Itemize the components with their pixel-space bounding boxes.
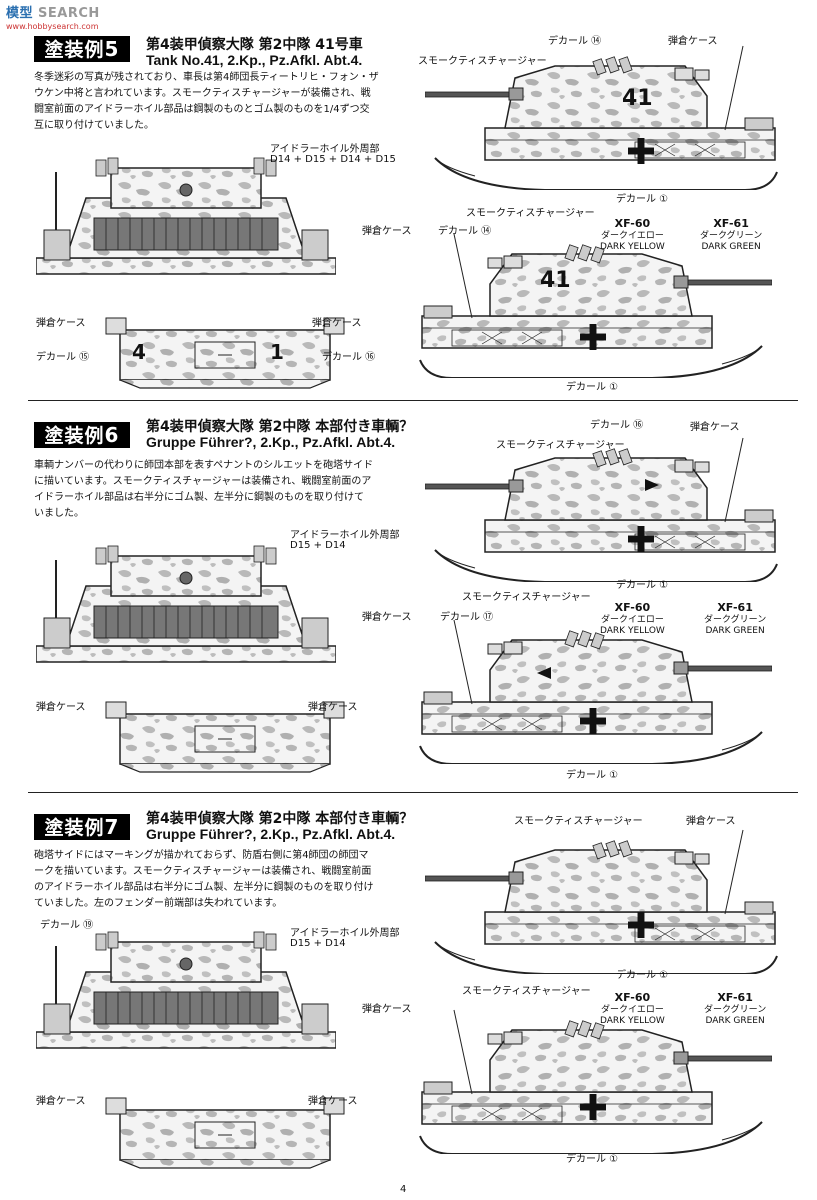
front-view-drawing [36,150,336,290]
scheme-description: 車輌ナンバーの代わりに師団本部を表すペナントのシルエットを砲塔サイド に描いてい… [34,460,374,519]
decal-14-top-label: デカール ⑭ [548,36,602,47]
scheme-description: 砲塔サイドにはマーキングが描かれておらず、防盾右側に第4師団の師団マ ークを描い… [34,850,374,909]
rear-number-right: 1 [270,340,284,364]
paint-scheme-6: 塗装例6 第4装甲偵察大隊 第2中隊 本部付き車輌？ Gruppe Führer… [0,402,817,792]
smoke-discharger-bottom-label: スモークティスチャージャー [462,986,591,997]
ammo-case-right-label: 弾倉ケース [308,702,358,713]
side-view-right-drawing [425,432,785,582]
balkenkreuz-top [628,912,654,938]
ammo-case-right-label: 弾倉ケース [312,318,362,329]
balkenkreuz-bottom [580,1094,606,1120]
decal-1-top-label: デカール ① [616,194,669,205]
balkenkreuz-top [628,138,654,164]
decal-14-bottom-label: デカール ⑭ [438,226,492,237]
tank-number-top: 41 [622,86,653,111]
tank-number-bottom: 41 [540,268,571,293]
smoke-discharger-top-label: スモークティスチャージャー [514,816,643,827]
smoke-discharger-top-label: スモークティスチャージャー [418,56,547,67]
ammo-case-right-label: 弾倉ケース [308,1096,358,1107]
smoke-discharger-bottom-label: スモークティスチャージャー [462,592,591,603]
idler-parts-label: D15 + D14 [290,938,346,949]
scheme-title-en: Gruppe Führer?, 2.Kp., Pz.Afkl. Abt.4. [146,434,396,450]
scheme-title-ja: 第4装甲偵察大隊 第2中隊 本部付き車輌？ [146,419,414,435]
smoke-discharger-bottom-label: スモークティスチャージャー [466,208,595,219]
decal-16-top-label: デカール ⑯ [590,420,644,431]
page-number: 4 [400,1184,407,1195]
decal-16-label: デカール ⑯ [322,352,376,363]
pennant-marking-bottom [537,667,551,679]
ammo-case-left-label: 弾倉ケース [36,318,86,329]
decal-1-bottom-label: デカール ① [566,382,619,393]
ammo-case-left-label: 弾倉ケース [36,1096,86,1107]
decal-15-label: デカール ⑮ [36,352,90,363]
ammo-case-bottom-label: 弾倉ケース [362,612,412,623]
balkenkreuz-bottom [580,324,606,350]
ammo-case-top-label: 弾倉ケース [686,816,736,827]
scheme-title-ja: 第4装甲偵察大隊 第2中隊 41号車 [146,37,363,53]
scheme-title-en: Tank No.41, 2.Kp., Pz.Afkl. Abt.4. [146,52,363,68]
scheme-badge: 塗装例6 [34,422,130,448]
decal-1-bottom-label: デカール ① [566,1154,619,1165]
paint-scheme-5: 塗装例5 第4装甲偵察大隊 第2中隊 41号車 Tank No.41, 2.Kp… [0,0,817,400]
scheme-badge: 塗装例5 [34,36,130,62]
idler-label: アイドラーホイル外周部 [270,144,380,155]
pennant-marking-top [645,479,659,491]
rear-number-left: 4 [132,340,146,364]
decal-17-bottom-label: デカール ⑰ [440,612,494,623]
scheme-description: 冬季迷彩の写真が残されており、車長は第4師団長ティートリヒ・フォン・ザ ウケン中… [34,72,379,131]
decal-1-bottom-label: デカール ① [566,770,619,781]
scheme-badge: 塗装例7 [34,814,130,840]
idler-label: アイドラーホイル外周部 [290,530,400,541]
idler-parts-label: D14 + D15 + D14 + D15 [270,154,396,165]
watermark-url: www.hobbysearch.com [6,22,99,31]
ammo-case-bottom-label: 弾倉ケース [362,226,412,237]
ammo-case-bottom-label: 弾倉ケース [362,1004,412,1015]
ammo-case-top-label: 弾倉ケース [668,36,718,47]
balkenkreuz-top [628,526,654,552]
scheme-title-ja: 第4装甲偵察大隊 第2中隊 本部付き車輌？ [146,811,414,827]
front-view-drawing [36,538,336,678]
side-view-right-drawing [425,824,785,974]
balkenkreuz-bottom [580,708,606,734]
decal-19-label: デカール ⑲ [40,920,94,931]
section-divider [28,400,798,401]
smoke-discharger-top-label: スモークティスチャージャー [496,440,625,451]
section-divider [28,792,798,793]
decal-1-top-label: デカール ① [616,580,669,591]
paint-scheme-7: 塗装例7 第4装甲偵察大隊 第2中隊 本部付き車輌？ Gruppe Führer… [0,794,817,1184]
idler-parts-label: D15 + D14 [290,540,346,551]
idler-label: アイドラーホイル外周部 [290,928,400,939]
watermark-logo: 模型 SEARCH [6,6,100,21]
ammo-case-left-label: 弾倉ケース [36,702,86,713]
decal-1-top-label: デカール ① [616,970,669,981]
scheme-title-en: Gruppe Führer?, 2.Kp., Pz.Afkl. Abt.4. [146,826,396,842]
ammo-case-top-label: 弾倉ケース [690,422,740,433]
